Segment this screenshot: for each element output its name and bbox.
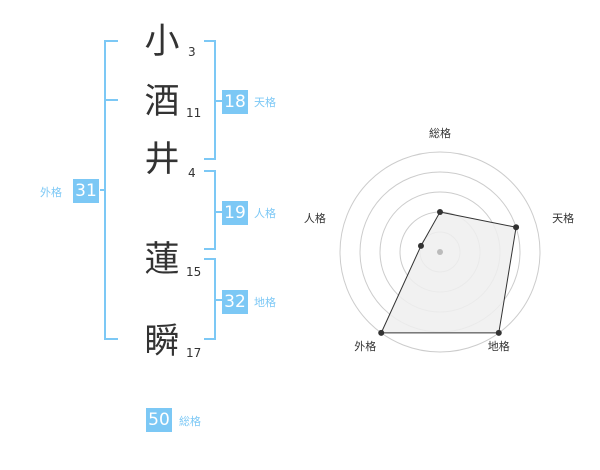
gaikaku-bracket-mid — [104, 99, 118, 101]
name-char-5: 瞬 — [144, 322, 180, 362]
stroke-count-2: 11 — [186, 106, 202, 120]
gaikaku-connector — [100, 189, 106, 191]
radar-point-3 — [495, 329, 502, 336]
chikaku-connector — [214, 299, 222, 301]
radar-point-4 — [378, 329, 385, 336]
gaikaku-label: 外格 — [40, 186, 62, 199]
radar-grid-ring — [419, 231, 461, 273]
chikaku-bracket-bottom — [204, 338, 216, 340]
radar-grid-ring — [379, 191, 501, 313]
tenkaku-connector — [214, 100, 222, 102]
radar-series-polygon — [380, 211, 517, 334]
jinkaku-bracket — [214, 170, 216, 250]
chikaku-label: 地格 — [254, 296, 276, 309]
radar-center-dot — [437, 249, 443, 255]
radar-grid-ring — [359, 171, 521, 333]
gaikaku-bracket-bottom — [104, 338, 118, 340]
radar-grid-ring — [339, 151, 541, 353]
radar-axis-label-2: 天格 — [552, 211, 574, 225]
radar-axis-label-3: 地格 — [488, 339, 510, 353]
name-char-2: 酒 — [144, 82, 180, 122]
stroke-count-3: 4 — [188, 166, 196, 180]
gaikaku-bracket-top — [104, 40, 118, 42]
stroke-count-1: 3 — [188, 45, 196, 59]
jinkaku-bracket-top — [204, 170, 216, 172]
radar-axis-label-4: 外格 — [354, 339, 376, 353]
radar-point-1 — [437, 209, 443, 215]
name-char-3: 井 — [144, 140, 180, 180]
tenkaku-bracket-top — [204, 40, 216, 42]
stroke-count-5: 17 — [186, 346, 202, 360]
tenkaku-bracket-bottom — [204, 158, 216, 160]
jinkaku-label: 人格 — [254, 207, 276, 220]
name-char-4: 蓮 — [144, 240, 180, 280]
tenkaku-value: 18 — [222, 90, 248, 114]
soukaku-value: 50 — [146, 408, 172, 432]
radar-point-2 — [513, 224, 520, 231]
stroke-count-4: 15 — [186, 265, 202, 279]
radar-axis-label-1: 総格 — [429, 126, 451, 140]
radar-axis-label-5: 人格 — [304, 211, 326, 225]
radar-grid-ring — [399, 211, 481, 293]
chikaku-value: 32 — [222, 290, 248, 314]
gaikaku-value: 31 — [73, 179, 99, 203]
jinkaku-connector — [214, 211, 222, 213]
chikaku-bracket-top — [204, 258, 216, 260]
name-char-1: 小 — [144, 22, 180, 62]
jinkaku-value: 19 — [222, 201, 248, 225]
soukaku-label: 総格 — [179, 415, 201, 428]
tenkaku-label: 天格 — [254, 96, 276, 109]
radar-point-5 — [417, 242, 424, 249]
jinkaku-bracket-bottom — [204, 248, 216, 250]
